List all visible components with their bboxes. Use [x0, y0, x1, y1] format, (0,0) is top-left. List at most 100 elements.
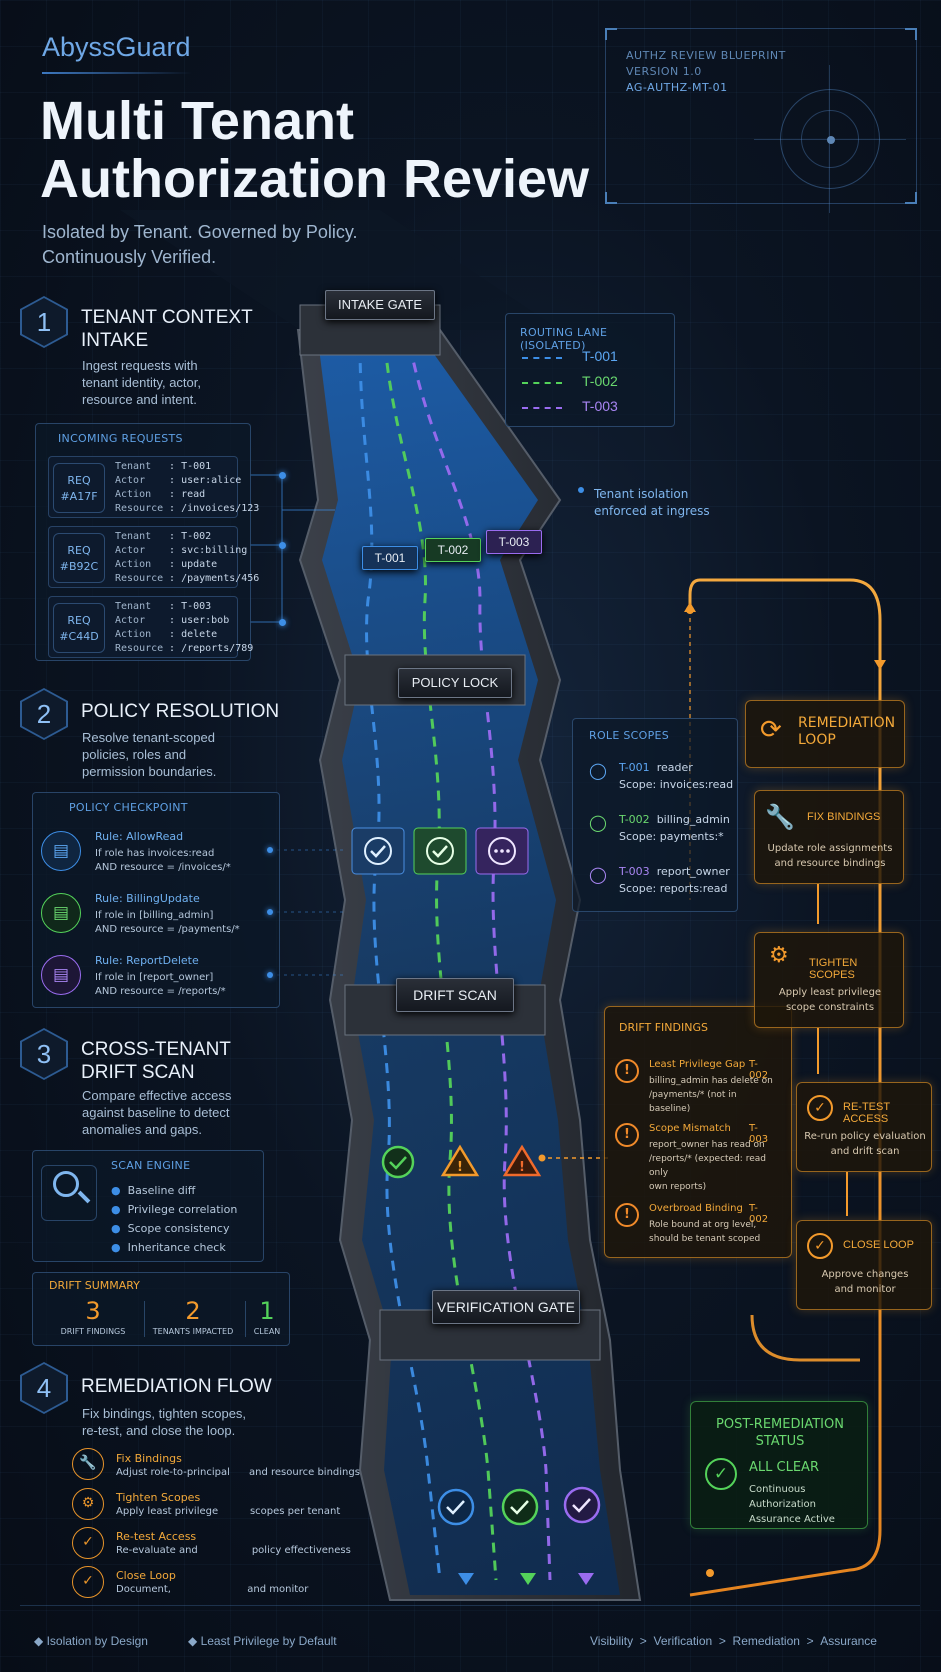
- request-actor: svc:billing: [181, 545, 248, 556]
- request-tenant: T-003: [181, 601, 212, 612]
- blueprint-line2: VERSION 1.0: [626, 65, 702, 78]
- step4-desc-line1: Fix bindings, tighten scopes,: [82, 1406, 247, 1421]
- incoming-requests-title: INCOMING REQUESTS: [58, 432, 183, 445]
- request-card[interactable]: REQ#B92C Tenant: T-002 Actor: svc:billin…: [48, 526, 259, 588]
- remediation-loop-return: [750, 1314, 860, 1362]
- step4-title: REMEDIATION FLOW: [81, 1376, 272, 1397]
- svg-text:!: !: [457, 1160, 463, 1175]
- check-icon: ✓: [807, 1095, 833, 1121]
- remediation-item-name: Fix Bindings: [116, 1452, 182, 1465]
- request-id: REQ#A17F: [53, 463, 105, 513]
- rule-description: If role in [report_owner]AND resource = …: [95, 972, 226, 997]
- step1-description: Ingest requests with tenant identity, ac…: [82, 357, 201, 408]
- fix-bindings-title: FIX BINDINGS: [807, 811, 881, 823]
- footer: ◆ Isolation by Design ◆ Least Privilege …: [20, 1605, 920, 1667]
- scan-engine-item: ● Baseline diff: [111, 1184, 196, 1197]
- verification-gate-sign: VERIFICATION GATE: [432, 1290, 580, 1324]
- brand-underline: [42, 72, 192, 74]
- remediation-item-name: Re-test Access: [116, 1530, 197, 1543]
- step3-desc-line2: against baseline to detect: [82, 1105, 230, 1120]
- step3-number: 3: [22, 1030, 66, 1078]
- svg-text:!: !: [519, 1160, 525, 1175]
- policy-lane2-check-icon: [426, 837, 454, 865]
- page-title-line1: Multi Tenant: [40, 91, 354, 151]
- step2-badge: 2: [20, 688, 68, 740]
- search-icon: [53, 1171, 79, 1197]
- finding-description: report_owner has read on/reports/* (expe…: [649, 1140, 766, 1192]
- request-resource: /payments/456: [181, 573, 260, 584]
- remediation-item-name: Tighten Scopes: [116, 1491, 201, 1504]
- rule-name: Rule: AllowRead: [95, 830, 184, 843]
- step1-desc-line2: tenant identity, actor,: [82, 375, 201, 390]
- subtitle-line1: Isolated by Tenant. Governed by Policy.: [42, 222, 358, 242]
- remediation-item-desc: Document, and monitor: [116, 1584, 309, 1595]
- policy-lane3-pending-icon: [488, 837, 516, 865]
- crosshair-icon: [780, 89, 880, 189]
- verify-lane3-check-icon: [563, 1486, 601, 1524]
- refresh-icon: ⟳: [760, 715, 782, 745]
- check-icon: ✓: [72, 1566, 104, 1598]
- policy-lane2-box: [413, 827, 467, 875]
- subtitle-line2: Continuously Verified.: [42, 247, 217, 267]
- document-icon: ▤: [41, 955, 81, 995]
- loop-entry-dot: [706, 1569, 714, 1577]
- step3-title-line2: DRIFT SCAN: [81, 1062, 195, 1083]
- step3-description: Compare effective access against baselin…: [82, 1087, 231, 1138]
- step2-desc-line3: permission boundaries.: [82, 764, 217, 779]
- blueprint-code: AG-AUTHZ-MT-01: [626, 81, 728, 94]
- drift-summary-stat: 2 TENANTS IMPACTED: [152, 1297, 234, 1336]
- retest-access-step[interactable]: ✓ RE-TEST ACCESS Re-run policy evaluatio…: [796, 1082, 932, 1172]
- document-icon: ▤: [41, 893, 81, 933]
- drift-summary-panel: DRIFT SUMMARY 3 DRIFT FINDINGS 2 TENANTS…: [32, 1272, 290, 1346]
- drift-finding[interactable]: ! Overbroad Binding T-002 Role bound at …: [615, 1203, 773, 1253]
- brand-logo: AbyssGuard: [42, 32, 191, 62]
- step2-title: POLICY RESOLUTION: [81, 701, 280, 722]
- step3-desc-line3: anomalies and gaps.: [82, 1122, 202, 1137]
- remediation-loop-path: [688, 578, 882, 1597]
- routing-lane-line-2: [522, 382, 562, 384]
- step1-desc-line1: Ingest requests with: [82, 358, 198, 373]
- finding-tenant: T-003: [749, 1123, 769, 1145]
- loop-connector: [817, 1028, 819, 1074]
- finding-description: billing_admin has delete on/payments/* (…: [649, 1076, 773, 1114]
- request-tenant: T-002: [181, 531, 212, 542]
- drift-findings-panel: DRIFT FINDINGS ! Least Privilege Gap T-0…: [604, 1006, 792, 1258]
- page-subtitle: Isolated by Tenant. Governed by Policy. …: [42, 220, 358, 270]
- drift-findings-title: DRIFT FINDINGS: [619, 1021, 708, 1034]
- policy-checkpoint-title: POLICY CHECKPOINT: [69, 801, 188, 814]
- user-icon: ◯: [589, 813, 607, 832]
- policy-connectors: [270, 849, 345, 976]
- rule-name: Rule: ReportDelete: [95, 954, 199, 967]
- wrench-icon: 🔧: [765, 803, 795, 831]
- remediation-item-name: Close Loop: [116, 1569, 176, 1582]
- page-title: Multi Tenant Authorization Review: [40, 92, 589, 208]
- post-remediation-desc: Continuous Authorization Assurance Activ…: [749, 1484, 835, 1525]
- isolation-note-line1: Tenant isolation: [594, 487, 689, 501]
- request-card[interactable]: REQ#C44D Tenant: T-003 Actor: user:bob A…: [48, 596, 253, 658]
- lane-tag-t003: T-003: [486, 530, 542, 554]
- remediation-loop-header: ⟳ REMEDIATION LOOP: [745, 700, 905, 768]
- step1-title-line2: INTAKE: [81, 330, 149, 351]
- finding-name: Least Privilege Gap: [649, 1059, 746, 1070]
- post-remediation-panel: POST-REMEDIATION STATUS ✓ ALL CLEAR Cont…: [690, 1401, 868, 1529]
- incoming-requests-panel: INCOMING REQUESTS REQ#A17F Tenant: T-001…: [35, 423, 259, 661]
- drift-finding[interactable]: ! Least Privilege Gap T-002 billing_admi…: [615, 1059, 773, 1119]
- drift-finding[interactable]: ! Scope Mismatch T-003 report_owner has …: [615, 1123, 773, 1192]
- post-remediation-title: POST-REMEDIATION STATUS: [716, 1417, 844, 1449]
- step2-desc-line1: Resolve tenant-scoped: [82, 730, 215, 745]
- isolation-note-dot: [578, 487, 584, 493]
- blueprint-line1: AUTHZ REVIEW BLUEPRINT: [626, 49, 786, 62]
- isolation-note-line2: enforced at ingress: [594, 504, 710, 518]
- request-link-dot: [279, 619, 286, 626]
- blueprint-frame: AUTHZ REVIEW BLUEPRINT VERSION 1.0 AG-AU…: [605, 28, 917, 213]
- drift-lane2-warning-icon: [440, 1144, 480, 1177]
- request-card[interactable]: REQ#A17F Tenant: T-001 Actor: user:alice…: [48, 456, 259, 518]
- remediation-item-desc: Adjust role-to-principal and resource bi…: [116, 1467, 360, 1478]
- routing-lane-line-1: [522, 357, 562, 359]
